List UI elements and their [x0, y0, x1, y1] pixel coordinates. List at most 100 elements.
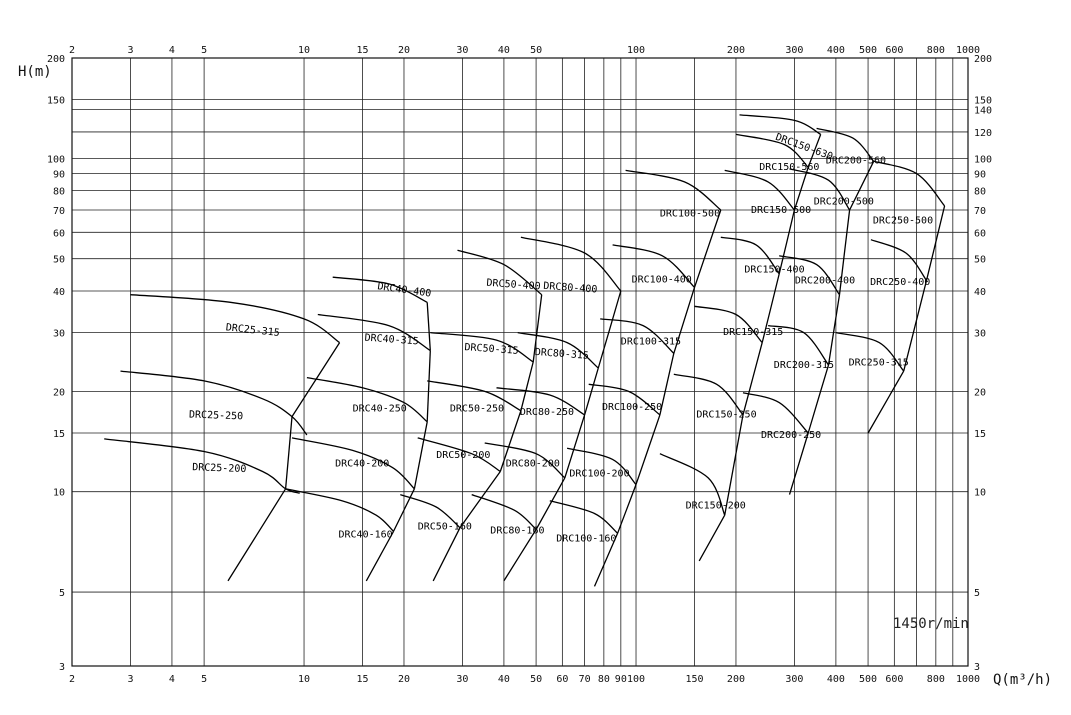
- y-tick-label-left: 80: [53, 187, 65, 198]
- pump-edge-drc200-500: [838, 209, 851, 295]
- pump-edge-drc50-400: [532, 294, 543, 363]
- speed-annotation: 1450r/min: [893, 616, 969, 632]
- x-tick-label-top: 3: [127, 45, 133, 56]
- x-tick-label-bottom: 300: [785, 674, 803, 685]
- pump-label-drc150-200: DRC150-200: [686, 501, 746, 512]
- pump-curve-drc50-400: [457, 249, 543, 296]
- pump-curve-drc150-500: [724, 169, 795, 211]
- y-tick-label-right: 50: [974, 255, 986, 266]
- x-tick-label-top: 20: [398, 45, 410, 56]
- pump-label-drc50-160: DRC50-160: [418, 522, 472, 533]
- pump-edge-drc25-250: [284, 416, 293, 489]
- y-tick-label-left: 5: [59, 588, 65, 599]
- pump-edge-drc200-250: [788, 432, 809, 495]
- x-tick-label-bottom: 15: [356, 674, 368, 685]
- y-tick-label-left: 200: [47, 54, 65, 65]
- pump-label-drc50-400: DRC50-400: [486, 278, 541, 293]
- pump-edge-drc150-200: [698, 514, 726, 562]
- x-tick-label-bottom: 30: [456, 674, 468, 685]
- pump-edge-drc250-500: [925, 205, 946, 281]
- grid-lines: [72, 58, 968, 666]
- pump-label-drc250-500: DRC250-500: [873, 215, 933, 226]
- x-tick-label-bottom: 50: [530, 674, 542, 685]
- x-tick-label-bottom: 600: [885, 674, 903, 685]
- y-tick-label-right: 150: [974, 96, 992, 107]
- x-tick-label-bottom: 5: [201, 674, 207, 685]
- pump-curve-drc80-250: [496, 387, 585, 416]
- x-tick-label-bottom: 20: [398, 674, 410, 685]
- pump-curve-drc150-250: [673, 373, 744, 416]
- x-tick-label-bottom: 800: [927, 674, 945, 685]
- x-tick-label-bottom: 2: [69, 674, 75, 685]
- pump-curve-drc50-200: [417, 437, 501, 473]
- pump-edge-drc100-250: [635, 414, 661, 485]
- pump-edge-drc40-250: [413, 421, 428, 489]
- pump-edge-drc50-315: [520, 361, 534, 411]
- pump-label-drc40-160: DRC40-160: [339, 529, 393, 540]
- x-tick-label-top: 4: [169, 45, 175, 56]
- x-tick-label-bottom: 3: [127, 674, 133, 685]
- pump-edge-drc200-560: [849, 161, 875, 211]
- pump-curve-drc40-250: [306, 376, 428, 423]
- pump-label-drc100-250: DRC100-250: [602, 402, 662, 413]
- pump-curve-drc200-560: [816, 127, 875, 162]
- y-tick-label-right: 140: [974, 106, 992, 117]
- y-tick-label-right: 20: [974, 387, 986, 398]
- y-tick-label-right: 40: [974, 287, 986, 298]
- pump-curve-drc50-250: [427, 380, 522, 412]
- y-tick-label-left: 3: [59, 662, 65, 673]
- pump-curve-drc150-315: [694, 305, 763, 344]
- pump-curve-drc80-400: [520, 236, 622, 292]
- x-tick-label-bottom: 70: [579, 674, 591, 685]
- pump-edge-drc100-160: [593, 533, 619, 587]
- y-tick-label-left: 30: [53, 329, 65, 340]
- x-tick-label-bottom: 60: [556, 674, 568, 685]
- pump-curve-drc100-315: [600, 318, 675, 354]
- x-tick-label-top: 500: [859, 45, 877, 56]
- y-tick-label-right: 100: [974, 154, 992, 165]
- pump-edge-drc25-200: [227, 488, 287, 582]
- y-tick-label-right: 15: [974, 429, 986, 440]
- pump-label-drc150-400: DRC150-400: [744, 265, 804, 276]
- x-tick-label-top: 600: [885, 45, 903, 56]
- pump-curve-drc40-200: [291, 437, 415, 490]
- pump-label-drc40-315: DRC40-315: [364, 333, 419, 348]
- pump-curve-drc80-200: [484, 442, 566, 479]
- pump-curves: [104, 114, 946, 587]
- y-tick-label-left: 40: [53, 287, 65, 298]
- pump-edge-drc100-400: [673, 287, 696, 354]
- y-tick-label-right: 10: [974, 488, 986, 499]
- x-tick-label-bottom: 150: [685, 674, 703, 685]
- x-tick-label-bottom: 400: [827, 674, 845, 685]
- pump-label-drc25-250: DRC25-250: [189, 410, 244, 423]
- pump-label-drc80-250: DRC80-250: [520, 407, 574, 418]
- y-tick-label-right: 80: [974, 187, 986, 198]
- pump-edge-drc50-250: [499, 410, 522, 472]
- pump-curve-drc150-630: [739, 114, 822, 135]
- pump-curve-drc25-200: [104, 438, 300, 494]
- pump-label-drc100-400: DRC100-400: [632, 275, 692, 286]
- y-tick-label-left: 100: [47, 154, 65, 165]
- pump-curve-drc200-400: [779, 255, 841, 296]
- pump-label-drc80-200: DRC80-200: [506, 459, 560, 470]
- pump-label-drc40-200: DRC40-200: [335, 459, 389, 470]
- y-tick-label-right: 120: [974, 128, 992, 139]
- pump-curve-drc150-560: [735, 133, 809, 168]
- x-tick-label-top: 10: [298, 45, 310, 56]
- pump-label-drc80-315: DRC80-315: [534, 347, 589, 362]
- y-tick-label-right: 200: [974, 54, 992, 65]
- y-tick-label-left: 50: [53, 255, 65, 266]
- x-tick-label-top: 30: [456, 45, 468, 56]
- x-tick-label-bottom: 80: [598, 674, 610, 685]
- pump-edge-drc200-400: [827, 294, 841, 366]
- pump-label-drc250-315: DRC250-315: [849, 358, 909, 369]
- pump-curve-drc250-400: [870, 239, 928, 281]
- pump-curve-drc100-250: [588, 383, 661, 416]
- pump-label-drc40-250: DRC40-250: [353, 404, 407, 415]
- pump-label-drc100-160: DRC100-160: [556, 533, 616, 544]
- pump-curve-drc150-200: [659, 453, 726, 516]
- pump-curve-drc250-315: [835, 331, 905, 372]
- pump-curve-drc250-500: [873, 160, 946, 207]
- pump-curve-drc150-400: [720, 236, 780, 275]
- y-tick-label-left: 90: [53, 170, 65, 181]
